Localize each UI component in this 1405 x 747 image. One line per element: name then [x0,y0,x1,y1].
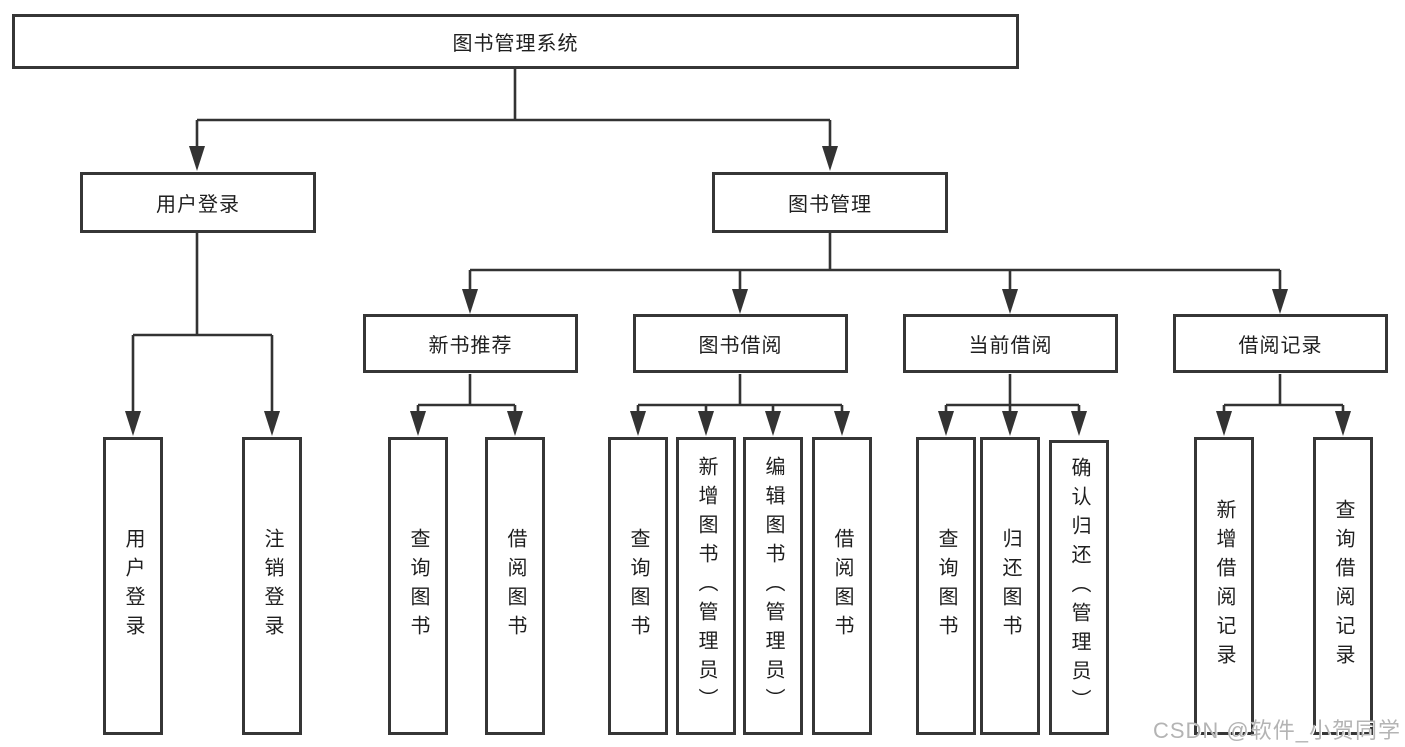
node-leaf-user-login-label: 用户登录 [122,528,144,644]
node-leaf-bb-edit-books-admin-label: 编辑图书（管理员） [762,455,784,717]
node-new-book-recommend-label: 新书推荐 [428,335,513,357]
node-leaf-cb-return-books: 归还图书 [980,437,1040,735]
node-leaf-logout-label: 注销登录 [261,528,283,644]
node-new-book-recommend: 新书推荐 [363,314,578,373]
node-user-login-label: 用户登录 [156,194,240,216]
node-leaf-bb-add-books-admin-label: 新增图书（管理员） [695,455,717,717]
node-leaf-cb-return-books-label: 归还图书 [999,528,1021,644]
node-book-management: 图书管理 [712,172,948,233]
node-book-borrowing: 图书借阅 [633,314,848,373]
node-user-login: 用户登录 [80,172,316,233]
node-leaf-nb-borrow-books-label: 借阅图书 [504,528,526,644]
node-leaf-bb-borrow-books-label: 借阅图书 [831,528,853,644]
node-borrow-records: 借阅记录 [1173,314,1388,373]
node-leaf-user-login: 用户登录 [103,437,163,735]
node-leaf-bb-add-books-admin: 新增图书（管理员） [676,437,736,735]
node-current-borrowing: 当前借阅 [903,314,1118,373]
node-root-label: 图书管理系统 [452,33,579,55]
node-leaf-br-add-record-label: 新增借阅记录 [1213,499,1235,673]
csdn-watermark: CSDN @软件_小贺同学 [1152,718,1401,743]
node-leaf-logout: 注销登录 [242,437,302,735]
node-current-borrowing-label: 当前借阅 [968,335,1053,357]
node-leaf-cb-confirm-return-admin: 确认归还（管理员） [1049,440,1109,735]
node-leaf-br-query-record: 查询借阅记录 [1313,437,1373,735]
node-leaf-nb-borrow-books: 借阅图书 [485,437,545,735]
node-leaf-nb-query-books-label: 查询图书 [407,528,429,644]
node-leaf-br-add-record: 新增借阅记录 [1194,437,1254,735]
node-leaf-br-query-record-label: 查询借阅记录 [1332,499,1354,673]
node-book-management-label: 图书管理 [788,194,872,216]
node-leaf-cb-query-books: 查询图书 [916,437,976,735]
node-leaf-cb-query-books-label: 查询图书 [935,528,957,644]
node-leaf-bb-query-books-label: 查询图书 [627,528,649,644]
node-borrow-records-label: 借阅记录 [1238,335,1323,357]
node-leaf-bb-edit-books-admin: 编辑图书（管理员） [743,437,803,735]
node-root: 图书管理系统 [12,14,1019,69]
node-leaf-cb-confirm-return-admin-label: 确认归还（管理员） [1068,457,1090,718]
node-book-borrowing-label: 图书借阅 [698,335,783,357]
node-leaf-bb-query-books: 查询图书 [608,437,668,735]
node-leaf-nb-query-books: 查询图书 [388,437,448,735]
node-leaf-bb-borrow-books: 借阅图书 [812,437,872,735]
